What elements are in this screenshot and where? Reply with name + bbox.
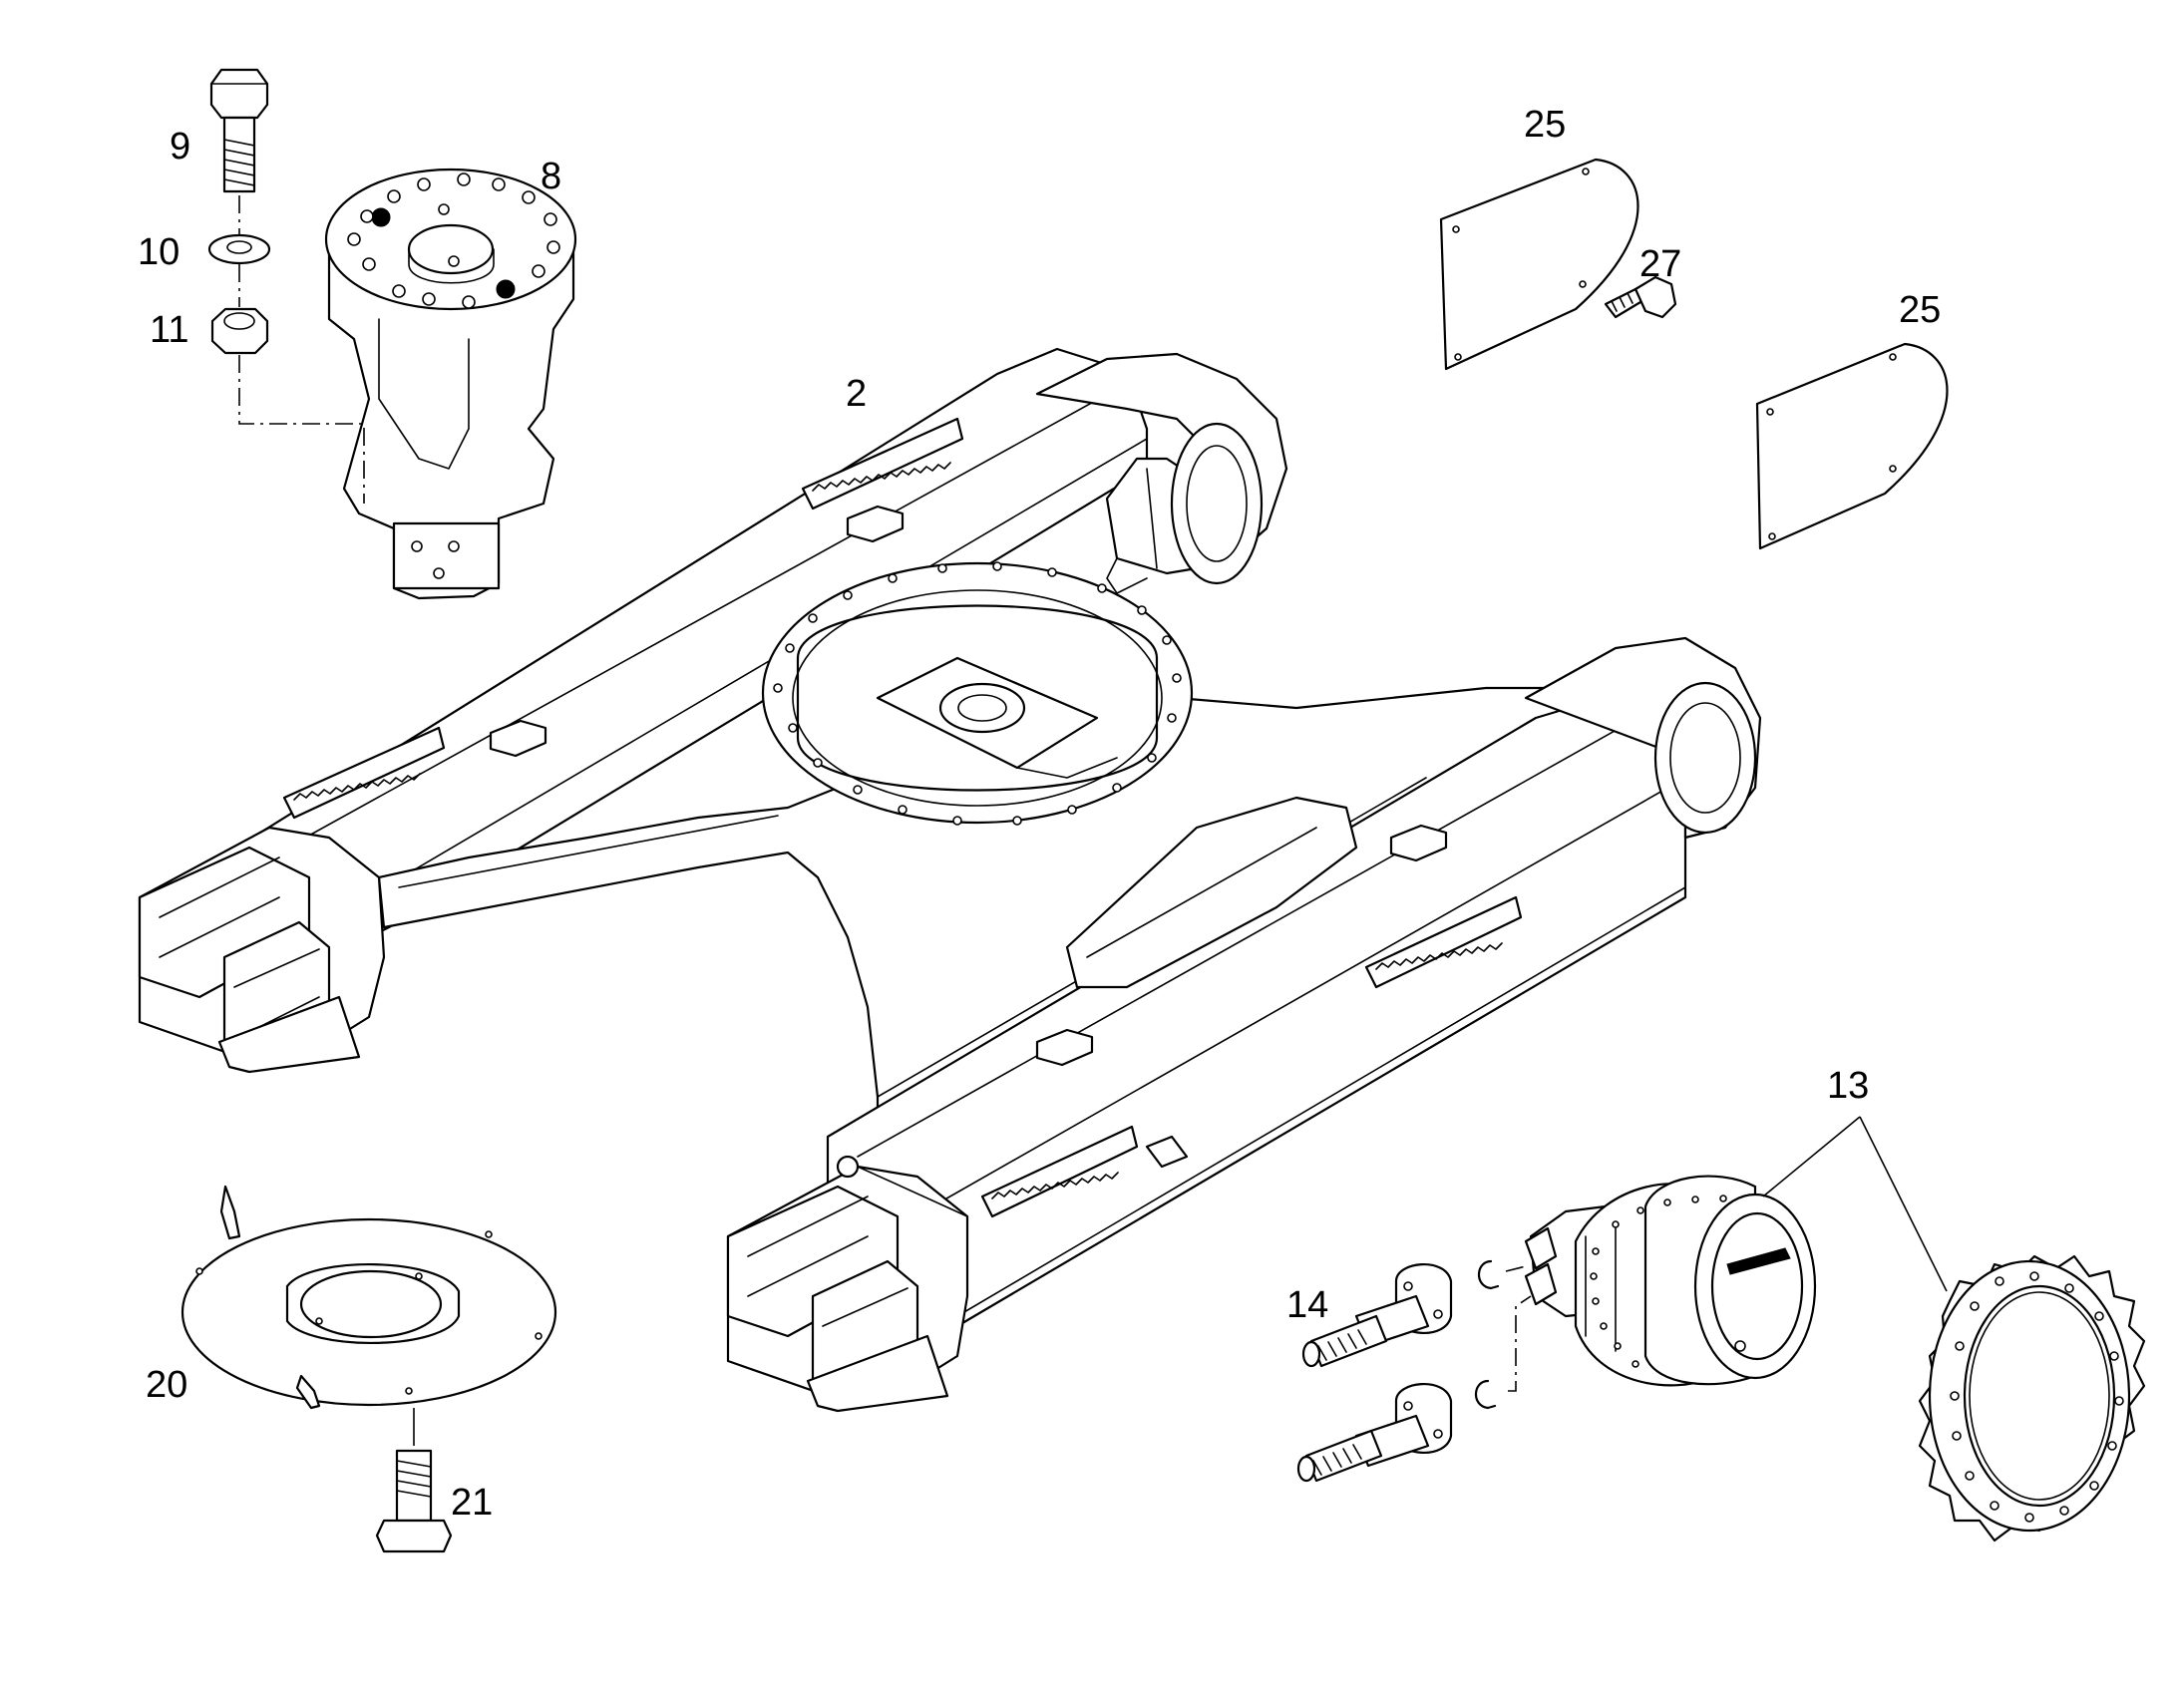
callout-11: 11 xyxy=(150,309,189,351)
callout-13: 13 xyxy=(1827,1065,1870,1107)
callout-14: 14 xyxy=(1286,1284,1329,1326)
chain-guides xyxy=(282,417,1523,1218)
callout-25-lower: 25 xyxy=(1899,289,1942,331)
mounting-blocks xyxy=(489,505,1448,1169)
travel-motor xyxy=(1524,1175,1817,1387)
bolt-9 xyxy=(209,68,269,193)
rotary-joint xyxy=(324,168,577,600)
callout-2: 2 xyxy=(846,373,868,415)
bolt-27 xyxy=(1604,275,1677,319)
pin-lower xyxy=(1296,1383,1453,1483)
undercarriage-frame xyxy=(138,347,1762,1413)
center-guard-disc xyxy=(181,1185,557,1410)
callout-20: 20 xyxy=(146,1364,188,1406)
washer-10 xyxy=(207,233,271,265)
motor-flange-holes xyxy=(1590,1195,1727,1368)
sprocket xyxy=(1918,1254,2146,1542)
assembly-line-9-10-11 xyxy=(238,195,365,504)
rotary-joint-holes xyxy=(347,172,560,309)
bolt-21 xyxy=(375,1449,453,1553)
snap-rings xyxy=(1474,1259,1500,1410)
callout-9: 9 xyxy=(170,126,191,168)
slewing-ring-holes xyxy=(773,561,1182,826)
callout-21: 21 xyxy=(451,1482,494,1524)
cover-plate-upper xyxy=(1439,158,1639,371)
sprocket-holes xyxy=(1950,1271,2124,1523)
pin-upper xyxy=(1301,1263,1453,1368)
callout-8: 8 xyxy=(541,156,562,197)
callout-27: 27 xyxy=(1639,243,1682,285)
leader-lines xyxy=(1762,1116,1948,1292)
assembly-line-motor-pins xyxy=(1505,1265,1532,1392)
cover-plate-lower xyxy=(1755,342,1949,550)
nut-11 xyxy=(210,307,269,355)
callout-25-upper: 25 xyxy=(1524,104,1567,146)
callout-10: 10 xyxy=(138,231,181,273)
